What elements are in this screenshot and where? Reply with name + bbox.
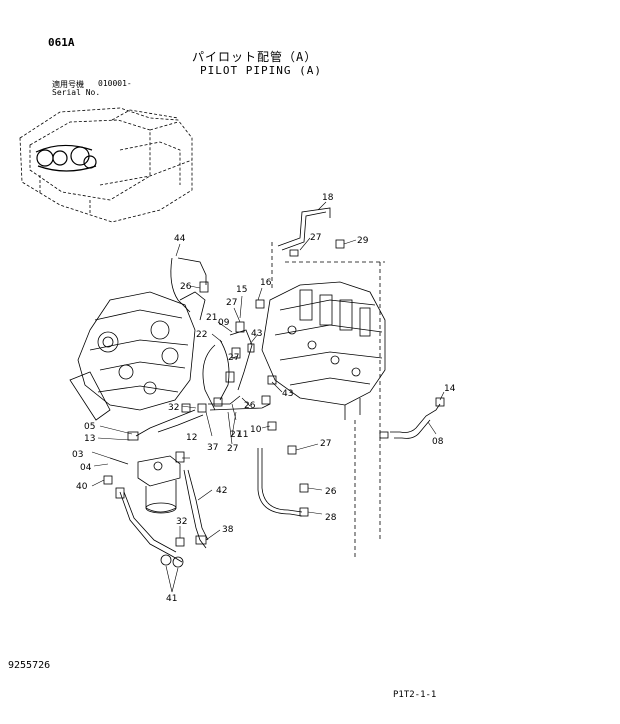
callout-label: 12	[186, 433, 197, 443]
leader-lines	[91, 201, 445, 593]
callout-label: 10	[250, 425, 262, 435]
title-english: PILOT PIPING (A)	[200, 64, 322, 77]
hoses-lower	[115, 469, 209, 568]
callout-label: 32	[168, 403, 179, 413]
pilot-lines-center	[135, 321, 271, 437]
callout-label: 27	[226, 298, 237, 308]
page-id: 061A	[48, 36, 75, 49]
callout-label: 41	[166, 594, 177, 604]
pilot-filter	[127, 431, 185, 514]
callout-label: 42	[216, 486, 227, 496]
callout-label: 27	[230, 430, 241, 440]
callout-label: 37	[207, 443, 218, 453]
small-fittings	[103, 299, 277, 485]
hose-08	[379, 397, 445, 439]
callout-label: 43	[282, 389, 293, 399]
callout-label: 04	[80, 463, 92, 473]
callout-label: 43	[251, 329, 262, 339]
title-japanese: パイロット配管（A）	[192, 50, 318, 64]
callout-label: 27	[310, 233, 321, 243]
callout-label: 27	[320, 439, 331, 449]
overview-pump-highlight	[35, 144, 97, 172]
callout-label: 08	[432, 437, 444, 447]
callout-label: 05	[84, 422, 95, 432]
callout-label: 26	[325, 487, 337, 497]
machine-overview-sketch	[19, 107, 193, 223]
pipe-lower-center	[257, 445, 309, 517]
callout-label: 40	[76, 482, 88, 492]
main-pump	[69, 291, 206, 421]
callout-label: 27	[228, 353, 239, 363]
callout-label: 09	[218, 318, 230, 328]
callout-label: 11	[237, 430, 248, 440]
serial-label-japanese: 適用号機	[52, 80, 84, 89]
callout-label: 29	[357, 236, 369, 246]
pipe-18	[277, 207, 345, 257]
callout-label: 03	[72, 450, 83, 460]
callout-label: 15	[236, 285, 247, 295]
document-number: 9255726	[8, 660, 51, 671]
hose-44	[170, 257, 209, 313]
callout-label: 32	[176, 517, 187, 527]
serial-label-english: Serial No.	[52, 88, 101, 97]
callout-label: 16	[260, 278, 272, 288]
page-code: P1T2-1-1	[393, 690, 437, 700]
serial-range: 010001-	[98, 79, 132, 88]
callout-label: 21	[206, 313, 217, 323]
callout-label: 26	[244, 401, 256, 411]
callout-label: 26	[180, 282, 192, 292]
control-valve	[261, 281, 386, 420]
callout-label: 44	[174, 234, 186, 244]
callout-labels: 18 27 29 44 16 26 15 27 21 09 43 22 27 1…	[72, 193, 456, 604]
callout-label: 13	[84, 434, 95, 444]
callout-label: 28	[325, 513, 337, 523]
callout-label: 14	[444, 384, 456, 394]
callout-label: 27	[227, 444, 238, 454]
callout-label: 38	[222, 525, 234, 535]
callout-label: 18	[322, 193, 334, 203]
valve-frame-dashed	[271, 242, 385, 560]
callout-label: 22	[196, 330, 207, 340]
